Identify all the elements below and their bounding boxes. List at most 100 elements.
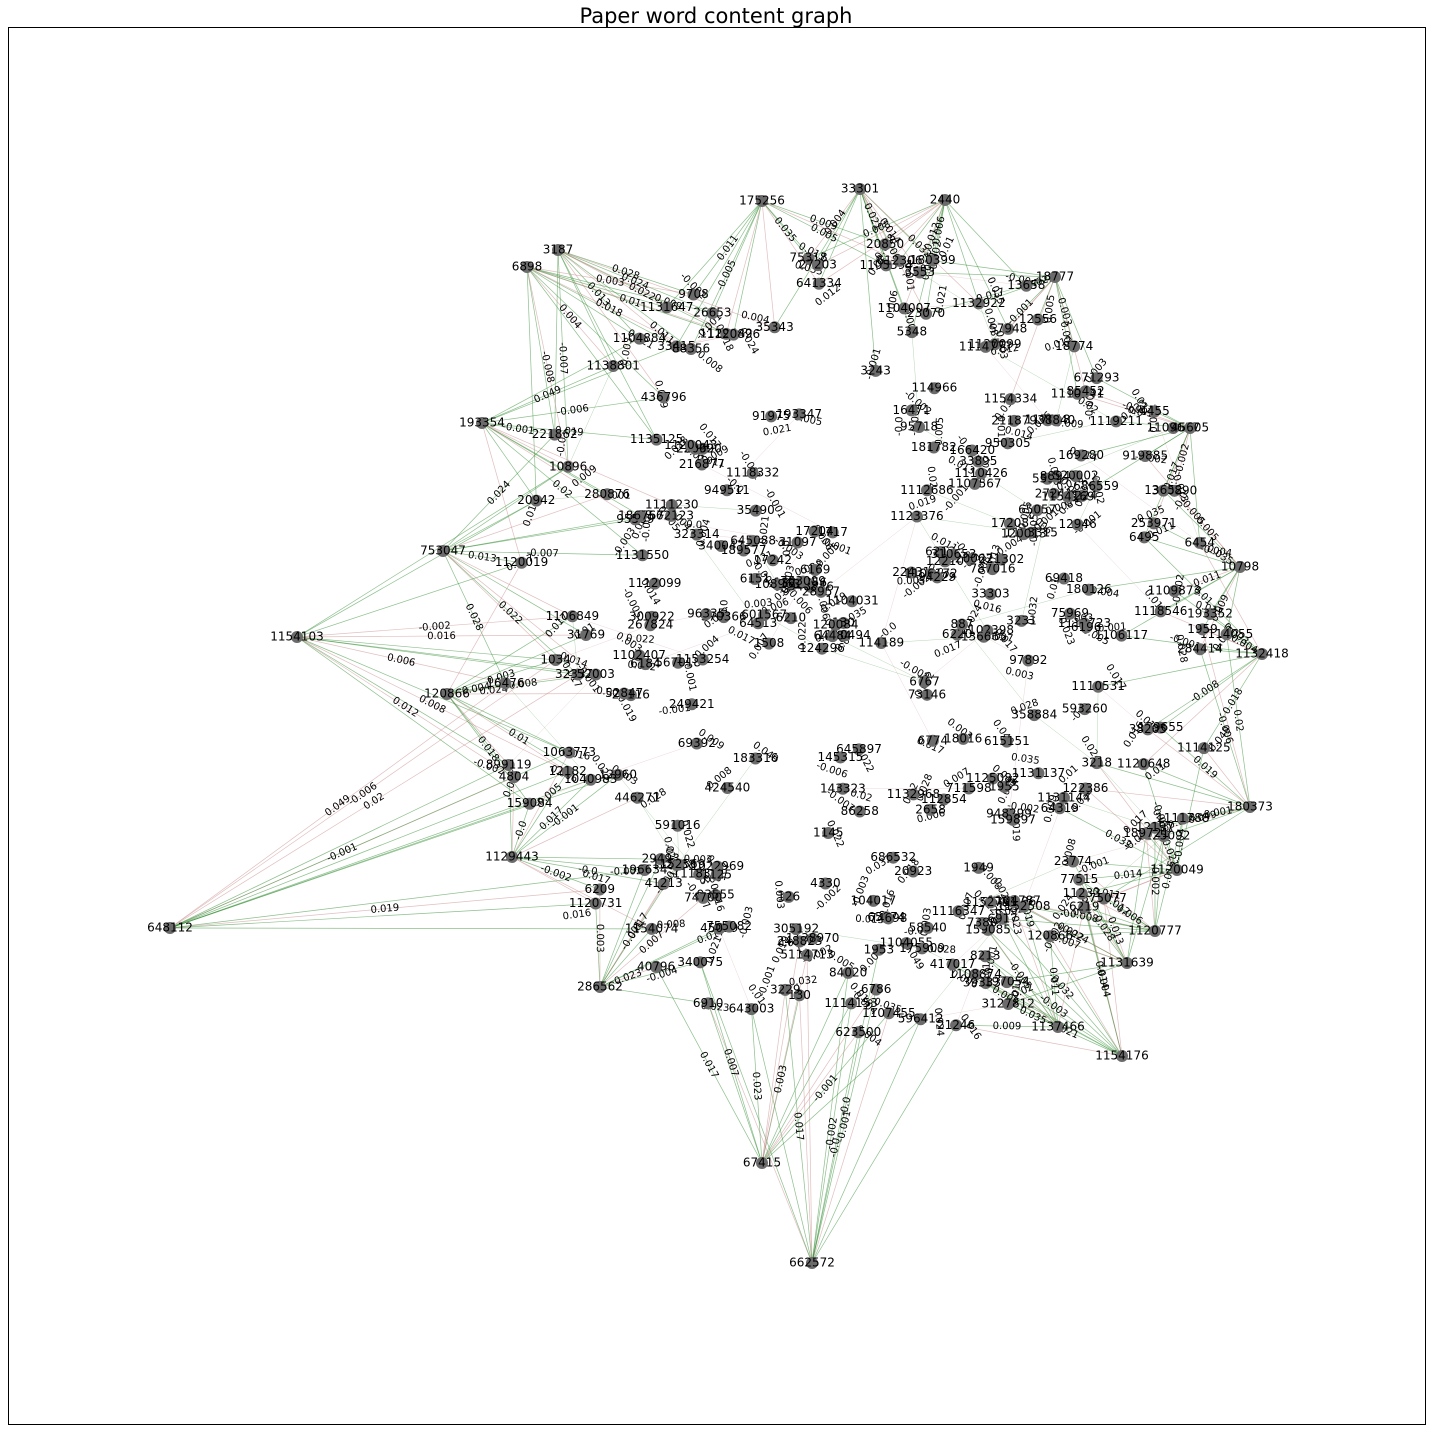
graph-edge (1002, 918, 1128, 964)
graph-node-marker (836, 782, 849, 795)
hub-node-marker (521, 261, 533, 273)
graph-node-marker (793, 989, 806, 1002)
graph-node-label: 1949 (963, 860, 994, 874)
graph-edge (1143, 653, 1263, 765)
graph-edge (1057, 906, 1085, 1028)
graph-node-marker (811, 259, 824, 272)
graph-node-marker (1031, 504, 1044, 517)
graph-edge (924, 630, 988, 683)
graph-node-label: 12960 (599, 767, 637, 781)
graph-node-marker (782, 890, 795, 903)
graph-node-label: 1106117 (1095, 628, 1148, 642)
graph-node-label: 340075 (677, 955, 723, 969)
hub-node-marker (291, 631, 303, 643)
graph-node-label: 446271 (614, 790, 660, 804)
graph-edge (1174, 427, 1191, 491)
graph-node-label: 1110426 (954, 466, 1007, 480)
graph-edge (511, 856, 664, 885)
graph-node-marker (816, 642, 829, 655)
graph-node-label: 1112686 (900, 483, 953, 497)
graph-node-marker (631, 791, 644, 804)
graph-node-label: 189721 (1123, 826, 1169, 840)
graph-node-marker (829, 618, 842, 631)
graph-node-label: 3553 (905, 265, 936, 279)
graph-node-label: 310653 (931, 547, 977, 561)
edge-weight-label: -0.007 (526, 548, 558, 560)
graph-edge (169, 752, 570, 929)
edge-weight-label: 0.023 (750, 1071, 763, 1100)
edge-weight-label: 0.003 (595, 273, 625, 289)
graph-node-marker (697, 891, 710, 904)
graph-node-label: 1131647 (640, 300, 693, 314)
graph-node-marker (913, 421, 926, 434)
graph-edge (526, 266, 694, 295)
graph-node-marker (1193, 536, 1206, 549)
graph-edge (1072, 835, 1164, 862)
graph-node-label: 641334 (796, 276, 842, 290)
graph-node-label: 75969 (1051, 606, 1089, 620)
graph-edge (904, 303, 979, 309)
graph-node-marker (1168, 484, 1181, 497)
graph-node-label: 97892 (1009, 653, 1047, 667)
graph-node-marker (657, 877, 670, 890)
graph-edge (511, 771, 569, 858)
graph-node-marker (1157, 830, 1170, 843)
graph-node-marker (749, 504, 762, 517)
graph-node-label: 249421 (669, 697, 715, 711)
graph-node-label: 1106849 (546, 609, 599, 623)
graph-edge (526, 266, 692, 350)
graph-edge (296, 636, 506, 684)
hub-node-marker (1234, 561, 1246, 573)
graph-node-label: 253971 (1131, 516, 1177, 530)
graph-node-label: 875077 (1081, 891, 1127, 905)
graph-edge (944, 199, 1027, 286)
graph-edge (985, 955, 1059, 1028)
graph-node-label: 20850 (866, 237, 904, 251)
graph-edge (536, 494, 608, 501)
graph-node-marker (1001, 437, 1014, 450)
graph-node-marker (766, 554, 779, 567)
graph-edge (1160, 611, 1263, 655)
edge-weight-label: 0.032 (1026, 596, 1040, 626)
graph-node-label: 35343 (756, 320, 794, 334)
graph-edge (555, 624, 651, 661)
graph-edge (859, 188, 877, 371)
graph-node-marker (793, 408, 806, 421)
graph-node-label: 267824 (627, 618, 673, 632)
graph-node-label: 4330 (810, 876, 841, 890)
graph-edge (811, 1032, 859, 1264)
graph-node-marker (687, 288, 700, 301)
graph-node-label: 671293 (1074, 371, 1120, 385)
graph-node-label: 120013 (1001, 527, 1047, 541)
plot-frame (8, 27, 1426, 1425)
graph-edge (899, 199, 946, 262)
graph-node-label: 1114777 (959, 339, 1012, 353)
graph-node-marker (694, 956, 707, 969)
graph-node-label: 1103315 (1004, 525, 1057, 539)
graph-edge (911, 332, 920, 428)
graph-node-label: 16471 (893, 403, 931, 417)
graph-node-marker (846, 595, 859, 608)
graph-node-marker (650, 960, 663, 973)
graph-edge (761, 989, 786, 1164)
graph-node-label: 4804 (499, 770, 530, 784)
graph-node-marker (900, 937, 913, 950)
graph-node-marker (937, 793, 950, 806)
graph-node-marker (1154, 721, 1167, 734)
graph-edge (961, 589, 1089, 625)
graph-edge (526, 266, 614, 367)
graph-node-marker (720, 484, 733, 497)
graph-node-marker (665, 498, 678, 511)
graph-edge (808, 188, 861, 259)
hub-node-marker (441, 688, 453, 700)
graph-node-marker (1194, 643, 1207, 656)
graph-edge (932, 260, 1056, 278)
graph-edge (671, 504, 756, 511)
graph-edge (811, 989, 877, 1264)
graph-node-label: 84020 (829, 965, 867, 979)
edge-weight-label: -0.001 (1200, 805, 1234, 821)
graph-edge (978, 303, 996, 345)
graph-node-label: 417017 (930, 957, 976, 971)
graph-node-label: 27203 (799, 258, 837, 272)
hub-node-label: 662572 (789, 1256, 835, 1270)
